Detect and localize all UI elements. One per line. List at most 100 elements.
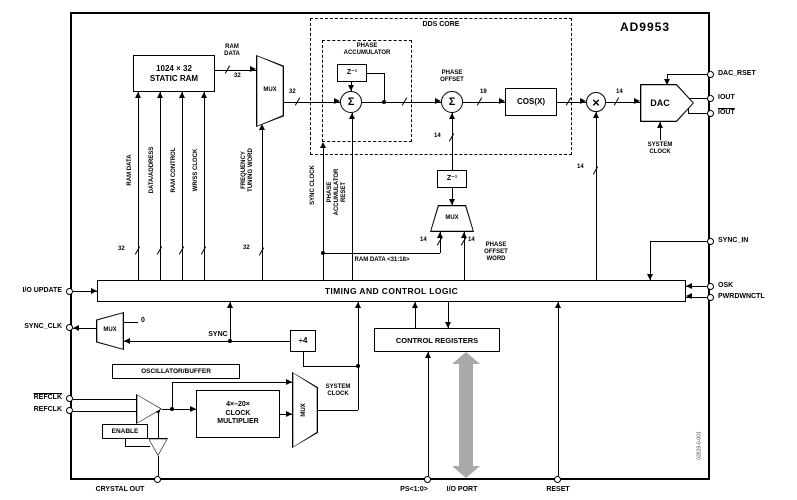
pin-sync-clk — [66, 324, 73, 331]
dds-core-box — [310, 18, 572, 155]
arrow — [580, 98, 586, 104]
width-32: 32 — [243, 245, 250, 251]
io-update-label: I/O UPDATE — [22, 287, 62, 294]
system-clock-mux-label: MUX — [301, 403, 307, 417]
wire — [686, 297, 707, 298]
junction-dot — [228, 339, 232, 343]
static-ram-block: 1024 × 32 STATIC RAM — [133, 55, 215, 92]
pin-io-update — [66, 288, 73, 295]
wire — [215, 70, 256, 71]
wire — [318, 410, 358, 411]
arrow — [286, 411, 292, 417]
dds-core-title: DDS CORE — [422, 21, 460, 28]
phase-accumulator-box — [322, 40, 412, 142]
wire — [73, 291, 97, 292]
pin-iout — [707, 95, 714, 102]
dac-rset-label: DAC_RSET — [718, 70, 756, 77]
refclk-label: REFCLK — [33, 406, 62, 413]
zero-label: 0 — [141, 317, 145, 324]
width-32: 32 — [289, 89, 296, 95]
arrow — [286, 379, 292, 385]
wire — [688, 98, 707, 99]
arrow — [201, 92, 207, 98]
phase-accumulator-adder: Σ — [340, 91, 362, 113]
wire — [230, 302, 231, 341]
wire — [596, 112, 597, 280]
wire — [73, 328, 96, 329]
width-14: 14 — [616, 89, 623, 95]
crystal-out-label: CRYSTAL OUT — [95, 486, 145, 493]
osk-label: OSK — [718, 282, 734, 289]
arrow — [227, 302, 233, 308]
pin-refclk — [66, 407, 73, 414]
arrow — [686, 293, 692, 299]
wire — [124, 322, 138, 323]
part-number: AD9953 — [619, 20, 670, 34]
phase-accumulator-reset-label: PHASE ACCUMULATOR RESET — [327, 168, 347, 216]
pin-osk — [707, 283, 714, 290]
wire — [158, 456, 159, 476]
bus-ram-control-label: RAM CONTROL — [171, 147, 177, 193]
wire — [384, 73, 385, 102]
oscillator-buffer-block: OSCILLATOR/BUFFER — [112, 364, 240, 379]
phase-offset-word-label: PHASE OFFSET WORD — [484, 242, 508, 263]
wire — [688, 113, 707, 114]
enable-block: ENABLE — [102, 424, 148, 439]
wire — [125, 439, 126, 446]
wire — [362, 102, 441, 103]
phase-accumulator-title: PHASE ACCUMULATOR — [343, 43, 391, 57]
wire — [686, 286, 707, 287]
wire — [158, 411, 159, 438]
arrow — [647, 274, 653, 280]
arrow — [259, 124, 265, 130]
wire — [464, 232, 465, 280]
wire — [448, 302, 449, 328]
wire — [323, 253, 440, 254]
sync-in-label: SYNC_IN — [718, 237, 749, 244]
multiplier-node: × — [586, 92, 606, 112]
arrow — [73, 325, 79, 331]
ram-mux-shape — [256, 55, 284, 127]
arrow — [425, 352, 431, 358]
arrow — [349, 113, 355, 119]
sync-clock-label: SYNC CLOCK — [310, 165, 316, 205]
pin-crystal-out — [154, 476, 161, 483]
arrow — [91, 288, 97, 294]
arrow — [412, 302, 418, 308]
iout-label: IOUT — [718, 94, 735, 101]
width-14: 14 — [420, 237, 427, 243]
wire — [284, 102, 340, 103]
width-14: 14 — [577, 164, 584, 170]
width-19: 19 — [480, 89, 487, 95]
junction-dot — [382, 100, 386, 104]
wire — [172, 382, 173, 409]
arrow — [461, 232, 467, 238]
ram-data-label: RAM DATA — [224, 44, 240, 58]
arrow — [124, 338, 130, 344]
refclkb-label: REFCLK — [33, 394, 62, 401]
arrow — [555, 302, 561, 308]
divide-by-4-block: ÷4 — [290, 330, 316, 352]
pin-pwrdwnctl — [707, 294, 714, 301]
bus-wr-ss-clock-label: WR/SS CLOCK — [193, 148, 199, 192]
wire — [162, 409, 196, 410]
ram-mux-label: MUX — [263, 87, 277, 93]
arrow — [320, 142, 326, 148]
wire — [303, 366, 358, 367]
junction-dot — [356, 364, 360, 368]
width-32: 32 — [118, 246, 125, 252]
sync-label: SYNC — [208, 331, 228, 338]
wire — [73, 411, 136, 412]
phase-offset-adder: Σ — [441, 91, 463, 113]
clock-multiplier-block: 4×–20× CLOCK MULTIPLIER — [196, 390, 280, 438]
arrow — [437, 232, 443, 238]
arrow — [686, 283, 692, 289]
width-32: 32 — [234, 73, 241, 79]
wire — [650, 241, 651, 280]
system-clock-label: SYSTEM CLOCK — [325, 384, 351, 398]
phase-offset-title: PHASE OFFSET — [440, 70, 464, 84]
wire — [606, 102, 640, 103]
wire — [182, 92, 183, 280]
arrow — [135, 92, 141, 98]
arrow — [334, 98, 340, 104]
